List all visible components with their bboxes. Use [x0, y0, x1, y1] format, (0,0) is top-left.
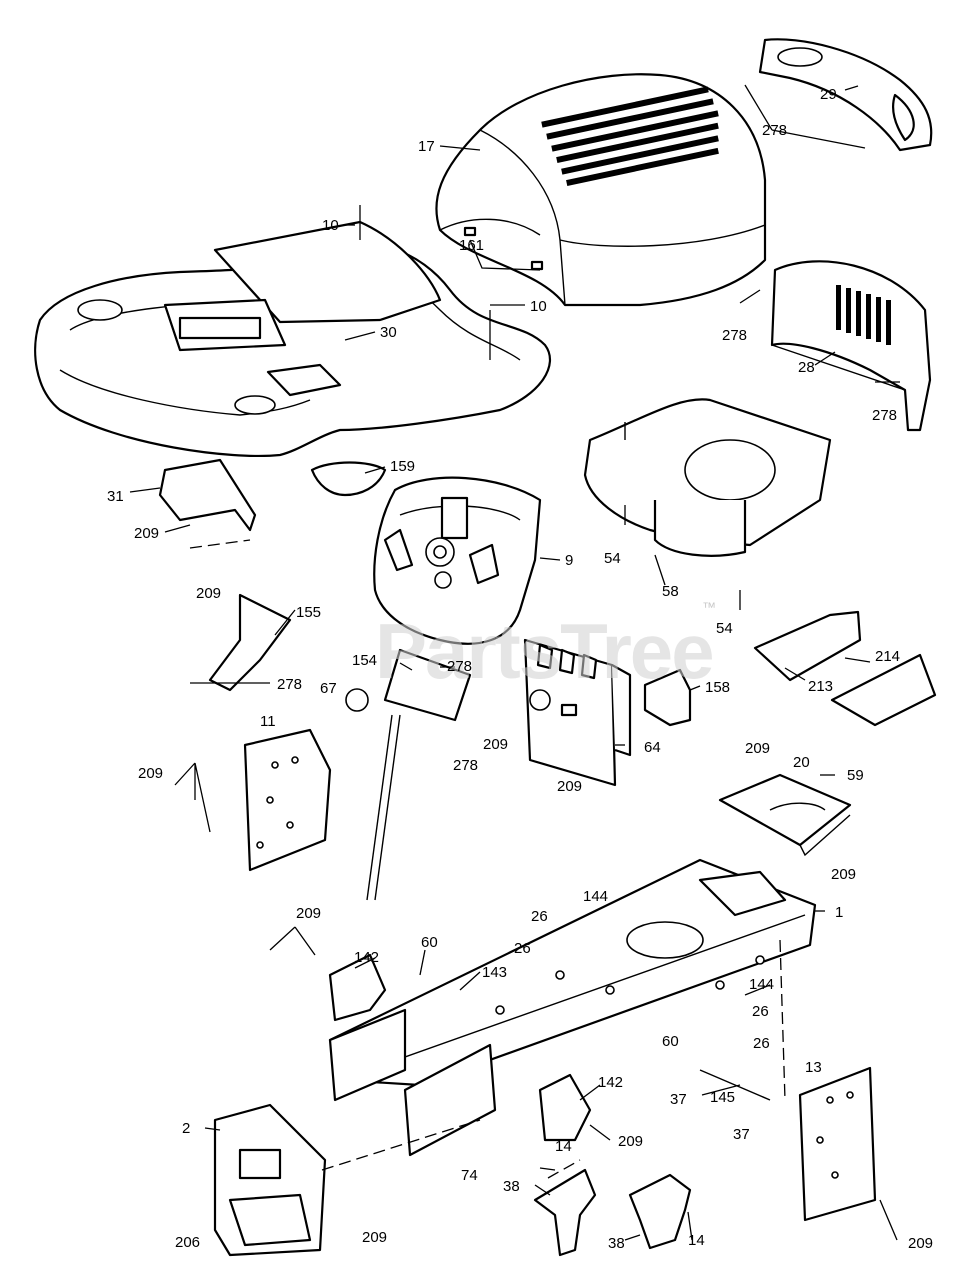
fender-part: [34, 220, 551, 458]
callout-278: 278: [762, 122, 787, 139]
callout-37: 37: [733, 1126, 750, 1143]
lower-grille-part: [770, 260, 932, 432]
callout-144: 144: [583, 888, 608, 905]
bracket-142b-part: [538, 1073, 592, 1142]
callout-26: 26: [752, 1003, 769, 1020]
callout-143: 143: [482, 964, 507, 981]
bracket-38a-part: [533, 1168, 597, 1257]
callout-145: 145: [710, 1089, 735, 1106]
watermark-text: PartsTree: [375, 607, 713, 695]
callout-11: 11: [260, 713, 276, 730]
callout-154: 154: [352, 652, 377, 669]
callout-209: 209: [831, 866, 856, 883]
callout-14: 14: [555, 1138, 572, 1155]
rod-145-part: [699, 1069, 771, 1101]
callout-1: 1: [835, 904, 843, 921]
callout-54: 54: [604, 550, 621, 567]
callout-142: 142: [598, 1074, 623, 1091]
callout-278: 278: [453, 757, 478, 774]
callout-labels: 17 29 278 10 161 10 30 278 28 278 31 159…: [107, 86, 933, 1252]
shield-214-part: [830, 653, 937, 727]
callout-28: 28: [798, 359, 815, 376]
callout-31: 31: [107, 488, 124, 505]
callout-209: 209: [745, 740, 770, 757]
callout-10: 10: [322, 217, 339, 234]
callout-67: 67: [320, 680, 337, 697]
cupholder-part: [310, 461, 387, 497]
callout-17: 17: [418, 138, 435, 155]
callout-60: 60: [421, 934, 438, 951]
callout-26: 26: [753, 1035, 770, 1052]
callout-209: 209: [483, 736, 508, 753]
side-plate-part: [328, 1008, 407, 1102]
callout-278: 278: [277, 676, 302, 693]
callout-209: 209: [908, 1235, 933, 1252]
callout-278: 278: [447, 658, 472, 675]
center-plate-part: [523, 638, 632, 787]
bracket-142a-part: [328, 953, 387, 1022]
callout-74: 74: [461, 1167, 478, 1184]
plate-20-part: [718, 773, 852, 857]
callout-209: 209: [138, 765, 163, 782]
callout-206: 206: [175, 1234, 200, 1251]
lower-plate-part: [403, 1043, 497, 1157]
grille-part: [758, 38, 933, 152]
callout-209: 209: [134, 525, 159, 542]
callout-155: 155: [296, 604, 321, 621]
callout-58: 58: [662, 583, 679, 600]
leader-lines: [129, 84, 900, 1241]
bracket-158-part: [643, 668, 692, 727]
callout-60: 60: [662, 1033, 679, 1050]
callout-209: 209: [196, 585, 221, 602]
bracket-38b-part: [628, 1173, 692, 1250]
watermark-tm: ™: [702, 599, 716, 615]
watermark: PartsTree ™: [375, 599, 716, 695]
callout-209: 209: [557, 778, 582, 795]
callout-30: 30: [380, 324, 397, 341]
callout-278: 278: [872, 407, 897, 424]
callout-13: 13: [805, 1059, 822, 1076]
callout-26: 26: [531, 908, 548, 925]
callout-159: 159: [390, 458, 415, 475]
callout-37: 37: [670, 1091, 687, 1108]
callout-64: 64: [644, 739, 661, 756]
callout-38: 38: [608, 1235, 625, 1252]
callout-59: 59: [847, 767, 864, 784]
callout-9: 9: [565, 552, 573, 569]
callout-209: 209: [618, 1133, 643, 1150]
callout-2: 2: [182, 1120, 190, 1137]
callout-14: 14: [688, 1232, 705, 1249]
callout-142: 142: [354, 949, 379, 966]
hood-part: [435, 73, 767, 307]
callout-54: 54: [716, 620, 733, 637]
callout-20: 20: [793, 754, 810, 771]
left-plate-part: [243, 728, 332, 872]
frame-part: [328, 858, 817, 1087]
callout-144: 144: [749, 976, 774, 993]
right-plate-part: [798, 1066, 877, 1222]
callout-29: 29: [820, 86, 837, 103]
callout-38: 38: [503, 1178, 520, 1195]
callout-209: 209: [362, 1229, 387, 1246]
callout-10: 10: [530, 298, 547, 315]
seat-pan-part: [583, 398, 832, 557]
callout-26: 26: [514, 940, 531, 957]
alignment-lines: [189, 539, 786, 1179]
callout-161: 161: [459, 237, 484, 254]
callout-213: 213: [808, 678, 833, 695]
callout-209: 209: [296, 905, 321, 922]
shield-213-part: [753, 610, 862, 682]
callout-214: 214: [875, 648, 900, 665]
dash-panel-part: [373, 476, 542, 645]
front-bracket-part: [213, 1103, 327, 1257]
seat-bracket-part: [158, 458, 257, 532]
callout-158: 158: [705, 679, 730, 696]
callout-278: 278: [722, 327, 747, 344]
bracket-155-part: [208, 593, 292, 692]
